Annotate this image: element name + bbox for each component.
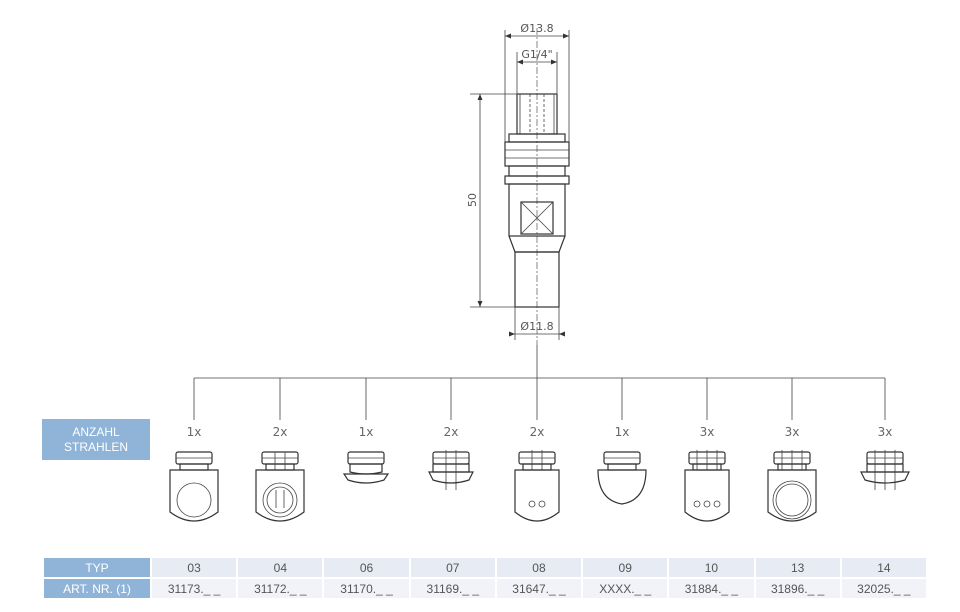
nozzle-variant-13 [767,450,817,522]
typ-cell: 13 [755,558,840,577]
jet-count-14: 3x [877,425,893,439]
nozzle-variant-09 [597,451,647,505]
dim-outer-diameter: Ø13.8 [520,22,553,35]
dim-thread: G1/4" [521,48,552,61]
typ-cell: 09 [583,558,668,577]
nozzle-variant-10 [684,450,730,522]
jet-count-06: 1x [358,425,374,439]
nozzle-variant-06 [342,451,390,484]
jet-count-03: 1x [186,425,202,439]
nozzle-variant-07 [428,450,474,490]
typ-cell: 07 [410,558,495,577]
art-nr-cell: 32025._ _ [841,579,926,598]
typ-cell: 08 [496,558,582,577]
nozzle-variant-14 [860,450,910,490]
typ-cell: 06 [324,558,409,577]
typ-cell: 04 [238,558,323,577]
typ-cell: 03 [152,558,237,577]
nozzle-variant-04 [255,451,305,522]
dim-bottom-diameter: Ø11.8 [520,320,553,333]
art-nr-cell: 31170._ _ [324,579,409,598]
art-nr-cell: 31169._ _ [410,579,495,598]
jet-count-08: 2x [529,425,545,439]
art-nr-cell: 31896._ _ [755,579,840,598]
spec-table: TYP 03 04 06 07 08 09 10 13 14 ART. NR. … [42,556,928,600]
jet-count-label: ANZAHL STRAHLEN [42,419,150,460]
typ-header: TYP [44,558,150,577]
art-nr-cell: 31647._ _ [496,579,582,598]
art-nr-cell: 31172._ _ [238,579,323,598]
table-row-typ: TYP 03 04 06 07 08 09 10 13 14 [44,558,926,577]
dimension-lines [470,30,570,340]
jet-count-04: 2x [272,425,288,439]
art-nr-header: ART. NR. (1) [44,579,150,598]
art-nr-cell: 31173._ _ [152,579,237,598]
table-row-art-nr: ART. NR. (1) 31173._ _ 31172._ _ 31170._… [44,579,926,598]
jet-count-13: 3x [784,425,800,439]
dim-length: 50 [466,193,479,207]
jet-count-label-text: ANZAHL STRAHLEN [63,424,128,454]
art-nr-cell: 31884._ _ [669,579,754,598]
jet-count-09: 1x [614,425,630,439]
jet-count-10: 3x [699,425,715,439]
nozzle-variant-08 [514,450,560,522]
typ-cell: 14 [841,558,926,577]
branch-lines [193,345,886,420]
jet-count-07: 2x [443,425,459,439]
nozzle-variant-03 [169,451,219,522]
typ-cell: 10 [669,558,754,577]
art-nr-cell: XXXX._ _ [583,579,668,598]
nozzle-main-body [504,28,570,345]
